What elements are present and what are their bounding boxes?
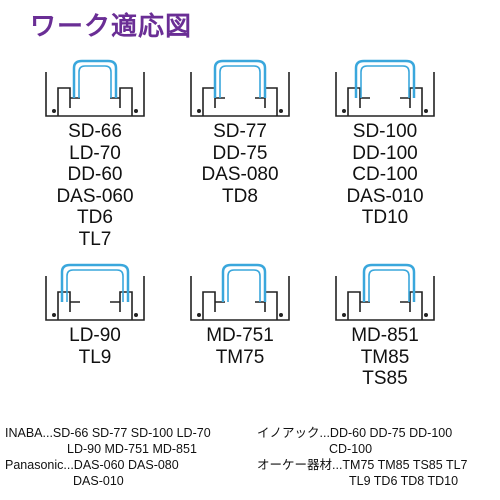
model-list: SD-77 DD-75 DAS-080 TD8	[160, 121, 320, 207]
model-name: DD-100	[352, 142, 418, 164]
model-name: TD10	[361, 207, 409, 228]
model-name: TL7	[78, 228, 112, 250]
manufacturer-line-cont: TL9 TD6 TD8 TD10	[349, 474, 459, 488]
manufacturer-line: イノアック...DD-60 DD-75 DD-100	[257, 426, 453, 440]
model-name: TL9	[78, 346, 112, 368]
model-list: SD-100 DD-100 CD-100 DAS-010 TD10	[305, 121, 465, 229]
cell-4: LD-90 TL9	[15, 262, 175, 368]
clamp-diagram	[335, 59, 435, 117]
clamp-diagram	[190, 59, 290, 117]
model-name: DD-60	[67, 164, 123, 185]
model-name: TD6	[77, 207, 113, 228]
model-name: SD-66	[68, 121, 122, 142]
clamp-diagram	[335, 263, 435, 321]
cell-2: SD-77 DD-75 DAS-080 TD8	[160, 58, 320, 207]
model-list: MD-851 TM85 TS85	[305, 325, 465, 390]
clamp-diagram	[45, 263, 145, 321]
model-name: DAS-010	[346, 185, 424, 207]
cell-5: MD-751 TM75	[160, 262, 320, 368]
model-name: SD-100	[352, 121, 418, 142]
model-list: MD-751 TM75	[160, 325, 320, 368]
model-name: LD-70	[69, 142, 121, 164]
model-name: TS85	[362, 368, 408, 389]
model-list: SD-66 LD-70 DD-60 DAS-060 TD6 TL7	[15, 121, 175, 250]
manufacturer-line: オーケー器材...TM75 TM85 TS85 TL7	[257, 458, 468, 472]
model-name: TM85	[360, 346, 410, 368]
model-name: DD-75	[212, 142, 268, 164]
cell-6: MD-851 TM85 TS85	[305, 262, 465, 390]
clamp-diagram	[45, 59, 145, 117]
page-title: ワーク適応図	[30, 12, 193, 42]
manufacturer-line: Panasonic...DAS-060 DAS-080	[5, 458, 179, 472]
manufacturer-list-right: イノアック...DD-60 DD-75 DD-100 CD-100 オーケー器材…	[257, 425, 500, 489]
clamp-diagram	[190, 263, 290, 321]
manufacturer-line: INABA...SD-66 SD-77 SD-100 LD-70	[5, 426, 211, 440]
cell-3: SD-100 DD-100 CD-100 DAS-010 TD10	[305, 58, 465, 229]
manufacturer-line-cont: LD-90 MD-751 MD-851	[67, 442, 197, 456]
cell-1: SD-66 LD-70 DD-60 DAS-060 TD6 TL7	[15, 58, 175, 250]
model-name: SD-77	[213, 121, 267, 142]
model-name: CD-100	[352, 164, 418, 185]
model-name: DAS-080	[201, 164, 279, 185]
manufacturer-line-cont: CD-100	[329, 442, 373, 456]
model-list: LD-90 TL9	[15, 325, 175, 368]
manufacturer-line-cont: DAS-010	[73, 474, 124, 488]
manufacturer-list-left: INABA...SD-66 SD-77 SD-100 LD-70 LD-90 M…	[5, 425, 250, 489]
model-name: DAS-060	[56, 185, 134, 207]
model-name: LD-90	[69, 325, 121, 346]
model-name: MD-851	[351, 325, 419, 346]
model-name: TD8	[222, 185, 258, 207]
model-name: MD-751	[206, 325, 274, 346]
model-name: TM75	[215, 346, 265, 368]
